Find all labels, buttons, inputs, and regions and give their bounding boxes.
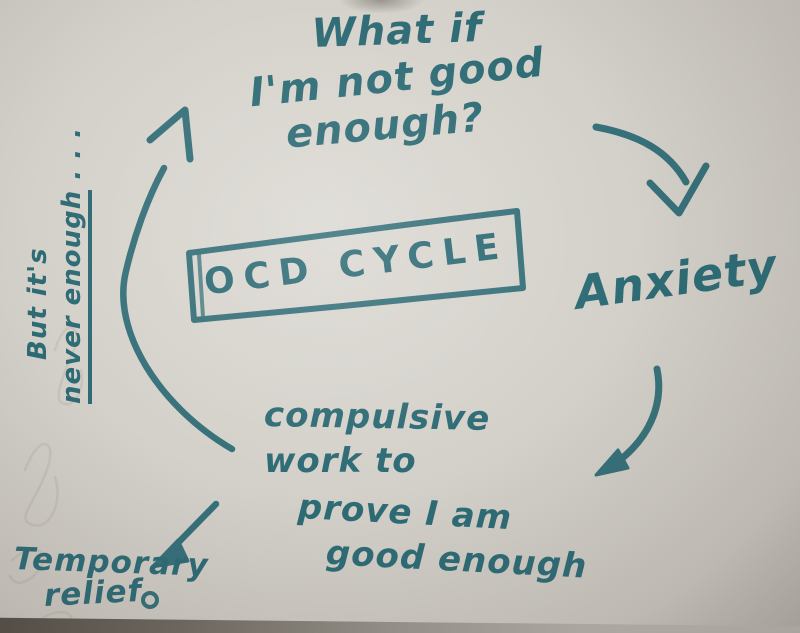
side-note-underlined: never enough <box>57 189 92 404</box>
side-note-ellipsis: . . . <box>57 126 87 190</box>
obsession-text: What if I'm not good enough? <box>222 5 572 158</box>
arrowhead-compulsion-to-obsession <box>146 106 194 163</box>
arrow-anxiety-to-compulsion <box>605 365 663 472</box>
arrowhead-anxiety-to-compulsion <box>594 448 630 477</box>
cycle-title: OCD CYCLE <box>201 225 511 303</box>
relief-line-2: relief <box>43 572 143 614</box>
side-note-line-2: never enough . . . <box>55 84 92 404</box>
arrow-obsession-to-anxiety <box>592 123 690 186</box>
side-note-line-1: But it's <box>23 247 53 360</box>
side-note-text: But it's never enough . . . <box>21 84 92 404</box>
compulsion-text: compulsive work to prove I am good enoug… <box>263 392 589 587</box>
compulsion-line-1: compulsive <box>263 395 491 439</box>
relief-text: Temporary relief <box>13 541 209 615</box>
arrowhead-obsession-to-anxiety <box>646 162 710 217</box>
paper-smudge <box>338 0 424 14</box>
anxiety-label: Anxiety <box>571 238 781 320</box>
photo-bottom-edge <box>0 617 800 633</box>
compulsion-line-2: work to <box>264 441 417 481</box>
